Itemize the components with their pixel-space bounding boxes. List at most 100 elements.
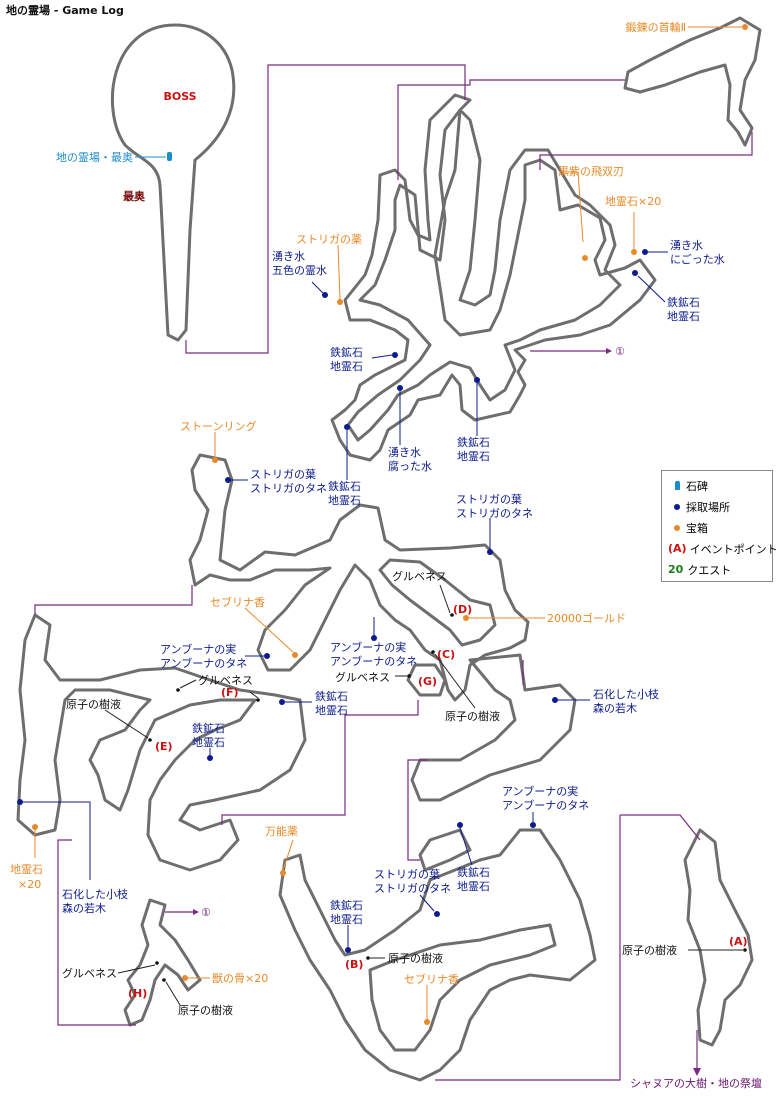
legend-event: (A) イベントポイント [668, 538, 778, 559]
gather-label: 地霊石 [328, 494, 361, 507]
gather-label: 湧き水 [670, 239, 703, 252]
quest-symbol: 20 [668, 563, 684, 576]
gather-label: ストリガの葉 [250, 467, 316, 481]
chest-icon [674, 524, 680, 531]
chest-label: 20000ゴールド [547, 611, 626, 625]
gather-label: 地霊石 [457, 450, 490, 463]
gather-label: 鉄鉱石 [330, 898, 363, 912]
gather-label: 地霊石 [667, 310, 700, 323]
gather-dot [279, 699, 285, 705]
route-exit [435, 815, 621, 1081]
route-right [539, 132, 753, 170]
stone-icon [674, 481, 680, 490]
point-dot [743, 948, 747, 952]
gather-label: 地霊石 [330, 913, 363, 926]
chest-label: 万能薬 [265, 824, 298, 838]
gather-label: アンブーナの実 [502, 784, 578, 798]
gather-label: 湧き水 [388, 446, 421, 459]
gather-label: 鉄鉱石 [457, 435, 490, 449]
legend-quest: 20 クエスト [668, 559, 766, 580]
chest-label: セブリナ香 [404, 972, 459, 986]
gather-label: 森の若木 [62, 901, 106, 915]
link-1-arrow-icon [606, 348, 612, 354]
point-dot [176, 688, 180, 692]
event-label-h: (H) [128, 987, 147, 1000]
gather-label: 腐った水 [388, 459, 432, 473]
gather-label: アンブーナの実 [330, 640, 406, 654]
point-dot [450, 613, 454, 617]
chest-label: 獣の骨×20 [212, 971, 268, 985]
point-dot [366, 956, 370, 960]
central-cave-wall [330, 93, 657, 462]
chest-dot [292, 652, 298, 658]
gather-label: 鉄鉱石 [457, 865, 490, 879]
gather-dot [344, 424, 350, 430]
chest-label: セブリナ香 [210, 595, 265, 609]
gather-label: 湧き水 [272, 250, 305, 263]
legend-gather-label: 採取場所 [686, 500, 730, 514]
chest-dot [742, 24, 748, 30]
lower-center-wall [278, 828, 597, 1082]
gather-label: アンブーナのタネ [502, 798, 589, 812]
route-boss [185, 64, 466, 354]
stone-label: 地の霊場・最奥 [56, 150, 133, 164]
gather-label: ストリガの葉 [374, 867, 440, 881]
gather-dot [345, 947, 351, 953]
a-path-wall [683, 828, 754, 1047]
event-label-d: (D) [453, 603, 472, 616]
h-area-wall [123, 898, 202, 1027]
legend-gather: 採取場所 [668, 496, 766, 517]
chest-label: 鍛錬の首輪Ⅱ [626, 20, 686, 34]
link-label: ① [615, 345, 625, 358]
gather-label: ストリガのタネ [250, 482, 327, 495]
deepest-label: 最奥 [123, 189, 146, 203]
boss-label: BOSS [163, 90, 196, 103]
gather-dot [474, 377, 480, 383]
lower-center-inner [418, 828, 472, 872]
link-2-arrow-icon [193, 909, 199, 915]
legend-chest: 宝箱 [668, 517, 766, 538]
chest-label: ストーンリング [180, 419, 256, 433]
route-left [34, 585, 193, 615]
gather-label: 石化した小枝 [593, 687, 659, 701]
point-label: グルベネス [198, 673, 253, 687]
gather-label: 鉄鉱石 [328, 479, 361, 493]
chest-dot [280, 870, 286, 876]
chest-dot [337, 299, 343, 305]
point-dot [148, 738, 152, 742]
gather-dot [322, 292, 328, 298]
gather-label: 地霊石 [315, 704, 348, 717]
point-label: グルベネス [335, 670, 390, 684]
point-label: 原子の樹液 [445, 709, 500, 723]
event-label-g: (G) [418, 675, 437, 688]
gather-label: 鉄鉱石 [667, 295, 700, 309]
chest-label: ストリガの薬 [296, 233, 362, 246]
link-label: ① [201, 906, 211, 919]
gather-label: 地霊石 [192, 736, 225, 749]
point-dot [256, 698, 260, 702]
gather-dot [487, 549, 493, 555]
chest-label: 地霊石 [10, 863, 43, 876]
gather-dot [264, 653, 270, 659]
route-g [221, 700, 419, 825]
stone-marker-icon [167, 152, 172, 161]
upper-right-wall [623, 16, 762, 147]
chest-dot [182, 975, 188, 981]
event-label-f: (F) [221, 686, 239, 699]
gather-dot [552, 697, 558, 703]
central-cave-inner [346, 108, 622, 442]
gather-label: ストリガのタネ [374, 882, 451, 895]
point-dot [155, 961, 159, 965]
route-upper [397, 79, 625, 180]
chest-dot [463, 615, 469, 621]
gather-dot [225, 477, 231, 483]
route-h [57, 839, 136, 1026]
gather-label: にごった水 [670, 252, 725, 266]
route-a [620, 814, 701, 841]
middle-left-wall [188, 453, 530, 702]
gather-label: アンブーナの実 [160, 642, 236, 656]
point-dot [431, 650, 435, 654]
legend-event-label: イベントポイント [689, 542, 778, 556]
exit-label: シャヌアの大樹・地の祭壇 [630, 1076, 762, 1090]
chest-dot [212, 457, 218, 463]
